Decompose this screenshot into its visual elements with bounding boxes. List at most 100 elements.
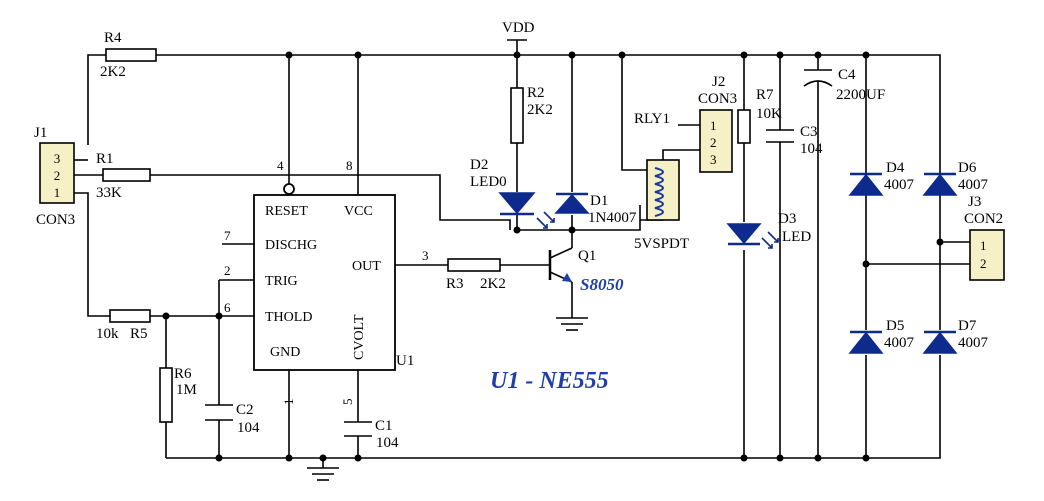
q1-ref: Q1 [578, 248, 596, 264]
d4-value: 4007 [884, 177, 915, 193]
connector-j3: 1 2 J3 CON2 [964, 194, 1005, 281]
d6-ref: D6 [958, 160, 977, 176]
r6-ref: R6 [174, 366, 192, 382]
u1-pin-vcc: VCC [344, 204, 373, 219]
u1-pinnum-reset: 4 [277, 158, 284, 173]
connector-j1: 3 2 1 J1 CON3 [34, 125, 75, 228]
r4-ref: R4 [104, 30, 122, 46]
connector-j2: 1 2 3 J2 CON3 [698, 74, 737, 173]
u1-pinnum-out: 3 [422, 248, 429, 263]
r1-ref: R1 [96, 151, 114, 167]
r3-ref: R3 [446, 276, 464, 292]
diode-d5: D5 4007 [848, 318, 915, 354]
c4-ref: C4 [838, 67, 856, 83]
resistor-r3: R3 2K2 [446, 258, 506, 292]
c3-ref: C3 [800, 124, 818, 140]
c2-ref: C2 [236, 402, 254, 418]
capacitor-c3: C3 104 [766, 124, 823, 157]
u1-pin-dischg: DISCHG [265, 238, 317, 253]
capacitor-c4: C4 2200UF [803, 67, 885, 103]
c2-value: 104 [237, 420, 260, 436]
j1-ref: J1 [34, 125, 47, 141]
d2-value: LED0 [470, 174, 507, 190]
diode-d4: D4 4007 [848, 160, 915, 196]
r5-ref: R5 [130, 326, 148, 342]
c3-value: 104 [800, 141, 823, 157]
j2-pin-2: 2 [710, 135, 717, 150]
d4-ref: D4 [886, 160, 905, 176]
d6-value: 4007 [958, 177, 989, 193]
j3-part: CON2 [964, 211, 1003, 227]
c1-value: 104 [376, 435, 399, 451]
u1-pin-out: OUT [352, 259, 381, 274]
u1-pinnum-dischg: 7 [224, 228, 231, 243]
u1-pin-trig: TRIG [265, 274, 298, 289]
u1-pinnum-trig: 2 [224, 263, 231, 278]
capacitor-c1: C1 104 [344, 418, 399, 451]
u1-pin-reset: RESET [265, 204, 308, 219]
vdd-label: VDD [502, 20, 535, 36]
transistor-q1: Q1 S8050 [548, 247, 624, 294]
resistor-r2: R2 2K2 [510, 85, 553, 144]
d3-ref: D3 [778, 211, 796, 227]
j2-pin-1: 1 [710, 118, 717, 133]
d7-ref: D7 [958, 318, 977, 334]
u1-pinnum-thold: 6 [224, 300, 231, 315]
diode-d1: D1 1N4007 [554, 192, 637, 226]
d5-value: 4007 [884, 335, 915, 351]
c4-value: 2200UF [836, 87, 885, 103]
vdd-terminal: VDD [502, 20, 535, 41]
j3-pin-2: 2 [980, 256, 987, 271]
diagram-title: U1 - NE555 [490, 368, 609, 394]
diode-d6: D6 4007 [922, 160, 989, 196]
j3-ref: J3 [968, 194, 981, 210]
u1-pin-thold: THOLD [265, 310, 312, 325]
rly1-ref: RLY1 [634, 111, 670, 127]
j2-part: CON3 [698, 91, 737, 107]
d7-value: 4007 [958, 335, 989, 351]
c1-ref: C1 [375, 418, 393, 434]
d1-ref: D1 [590, 193, 608, 209]
d3-value: LED [782, 229, 811, 245]
j2-ref: J2 [712, 74, 725, 90]
r4-value: 2K2 [100, 64, 126, 80]
r6-value: 1M [176, 382, 197, 398]
j1-pin-2: 2 [54, 168, 61, 183]
u1-pin-gnd: GND [270, 345, 300, 360]
j1-part: CON3 [36, 212, 75, 228]
ic-u1: RESET DISCHG TRIG THOLD GND VCC OUT CVOL… [224, 158, 429, 405]
q1-part: S8050 [580, 275, 624, 294]
r7-value: 10K [756, 106, 782, 122]
resistor-r6: R6 1M [159, 366, 197, 423]
resistor-r1: R1 33K [96, 151, 151, 201]
j1-pin-3: 3 [54, 151, 61, 166]
d2-ref: D2 [470, 157, 488, 173]
u1-pinnum-vcc: 8 [346, 158, 353, 173]
diode-d7: D7 4007 [922, 318, 989, 354]
led-d2: D2 LED0 [470, 157, 555, 229]
ground-symbol-q1 [556, 317, 588, 331]
u1-ref: U1 [396, 353, 414, 369]
relay-rly1: RLY1 5VSPDT [634, 111, 689, 252]
r1-value: 33K [96, 185, 122, 201]
ground-symbol-main [307, 467, 339, 481]
j2-pin-3: 3 [710, 152, 717, 167]
r5-value: 10k [96, 326, 119, 342]
r3-value: 2K2 [480, 276, 506, 292]
u1-pinnum-cvolt: 5 [340, 399, 355, 406]
j1-pin-1: 1 [54, 185, 61, 200]
d5-ref: D5 [886, 318, 904, 334]
u1-pinnum-gnd: 1 [281, 399, 296, 406]
resistor-r7: R7 10K [737, 87, 782, 144]
r7-ref: R7 [756, 87, 774, 103]
r2-ref: R2 [527, 85, 545, 101]
r2-value: 2K2 [527, 102, 553, 118]
u1-pin-cvolt: CVOLT [352, 314, 367, 360]
d1-value: 1N4007 [588, 210, 637, 226]
junction-dots [162, 51, 944, 462]
j3-pin-1: 1 [980, 238, 987, 253]
rly1-part: 5VSPDT [634, 236, 689, 252]
capacitor-c2: C2 104 [205, 402, 260, 436]
led-d3: D3 LED [726, 211, 811, 249]
